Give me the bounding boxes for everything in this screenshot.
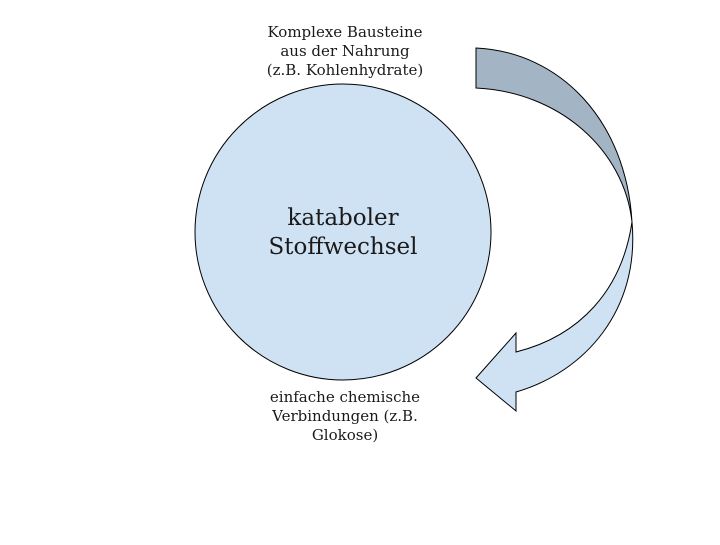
center-label: kataboler Stoffwechsel xyxy=(213,204,473,262)
center-label-line-2: Stoffwechsel xyxy=(268,234,418,260)
curved-arrow-head xyxy=(475,221,634,413)
curved-arrow-tail xyxy=(475,47,633,223)
input-label-line-1: Komplexe Bausteine xyxy=(267,23,423,41)
output-label-line-3: Glokose) xyxy=(311,426,379,444)
input-label-line-2: aus der Nahrung xyxy=(280,42,410,60)
output-label: einfache chemische Verbindungen (z.B. Gl… xyxy=(225,388,465,445)
center-label-line-1: kataboler xyxy=(287,205,399,231)
output-label-line-2: Verbindungen (z.B. xyxy=(272,407,418,425)
metabolism-circle xyxy=(194,83,492,381)
input-label: Komplexe Bausteine aus der Nahrung (z.B.… xyxy=(225,23,465,80)
output-label-line-1: einfache chemische xyxy=(269,388,421,406)
input-label-line-3: (z.B. Kohlenhydrate) xyxy=(266,61,424,79)
